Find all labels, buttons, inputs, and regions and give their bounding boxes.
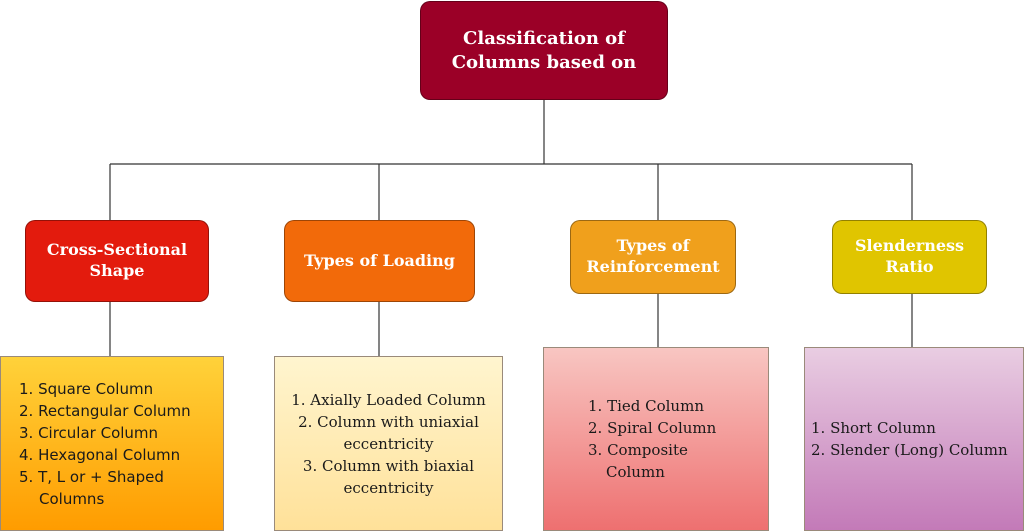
category-label: Types of Loading [304, 250, 455, 270]
list-item: 3. Circular Column [19, 423, 159, 442]
category-label: Cross-Sectional Shape [46, 240, 188, 280]
item-list: 1. Square Column 2. Rectangular Column 3… [19, 378, 191, 510]
list-slenderness-ratio: 1. Short Column 2. Slender (Long) Column [804, 347, 1024, 531]
list-item: 3. Composite Column [588, 441, 688, 481]
list-item: 2. Column with uniaxial eccentricity [298, 412, 479, 453]
list-item: 2. Slender (Long) Column [811, 441, 1008, 459]
item-list: 1. Axially Loaded Column 2. Column with … [291, 389, 486, 499]
list-item: 1. Square Column [19, 379, 154, 398]
list-item: 4. Hexagonal Column [19, 445, 181, 464]
root-node: Classification of Columns based on [420, 1, 668, 100]
list-item: 2. Rectangular Column [19, 401, 191, 420]
category-label: Slenderness Ratio [854, 236, 965, 276]
category-slenderness-ratio: Slenderness Ratio [832, 220, 987, 294]
item-list: 1. Short Column 2. Slender (Long) Column [811, 417, 1008, 461]
category-types-of-loading: Types of Loading [284, 220, 475, 302]
list-item: 2. Spiral Column [588, 419, 717, 437]
category-cross-sectional-shape: Cross-Sectional Shape [25, 220, 209, 302]
root-label: Classification of Columns based on [451, 28, 637, 73]
list-item: 5. T, L or + Shaped Columns [19, 467, 164, 508]
category-types-of-reinforcement: Types of Reinforcement [570, 220, 736, 294]
list-cross-sectional-shape: 1. Square Column 2. Rectangular Column 3… [0, 356, 224, 531]
list-item: 1. Short Column [811, 419, 936, 437]
list-item: 3. Column with biaxial eccentricity [302, 456, 475, 497]
list-types-of-reinforcement: 1. Tied Column 2. Spiral Column 3. Compo… [543, 347, 769, 531]
category-label: Types of Reinforcement [586, 236, 720, 276]
list-item: 1. Axially Loaded Column [291, 390, 486, 409]
item-list: 1. Tied Column 2. Spiral Column 3. Compo… [588, 395, 716, 483]
list-item: 1. Tied Column [588, 397, 704, 415]
list-types-of-loading: 1. Axially Loaded Column 2. Column with … [274, 356, 503, 531]
